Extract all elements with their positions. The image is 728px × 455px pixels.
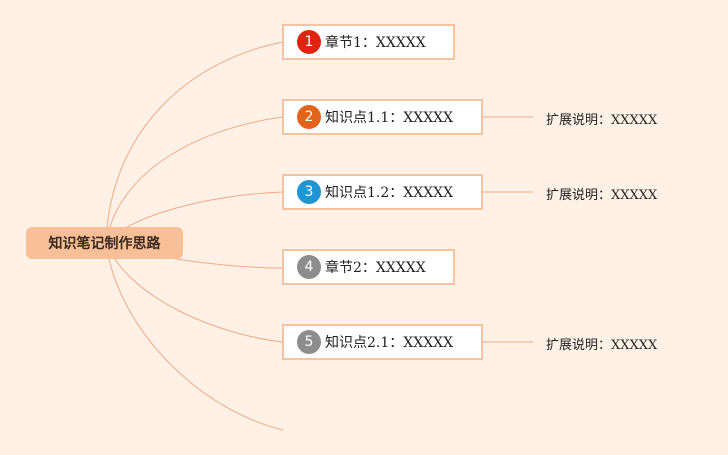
- node-1[interactable]: 1 章节1：XXXXX: [282, 24, 455, 60]
- connector-root-node-1: [105, 41, 284, 244]
- note-2[interactable]: 扩展说明：XXXXX: [546, 113, 658, 128]
- badge-1: 1: [297, 30, 321, 54]
- badge-5: 5: [297, 330, 321, 354]
- node-5-label: 知识点2.1：XXXXX: [325, 335, 454, 351]
- note-5[interactable]: 扩展说明：XXXXX: [546, 338, 658, 353]
- node-1-label: 章节1：XXXXX: [325, 35, 426, 51]
- root-node-label: 知识笔记制作思路: [48, 236, 161, 252]
- root-node[interactable]: 知识笔记制作思路: [26, 227, 183, 259]
- badge-4: 4: [297, 255, 321, 279]
- node-4[interactable]: 4 章节2：XXXXX: [282, 249, 455, 285]
- connector-root-node-2: [105, 116, 284, 244]
- note-3[interactable]: 扩展说明：XXXXX: [546, 188, 658, 203]
- connector-root-node-5: [105, 242, 284, 343]
- badge-2: 2: [297, 105, 321, 129]
- node-2[interactable]: 2 知识点1.1：XXXXX: [282, 99, 483, 135]
- node-5[interactable]: 5 知识点2.1：XXXXX: [282, 324, 483, 360]
- node-3[interactable]: 3 知识点1.2：XXXXX: [282, 174, 483, 210]
- node-3-label: 知识点1.2：XXXXX: [325, 185, 454, 201]
- node-2-label: 知识点1.1：XXXXX: [325, 110, 454, 126]
- badge-3: 3: [297, 180, 321, 204]
- node-4-label: 章节2：XXXXX: [325, 260, 426, 276]
- connector-root-trailing: [105, 242, 284, 431]
